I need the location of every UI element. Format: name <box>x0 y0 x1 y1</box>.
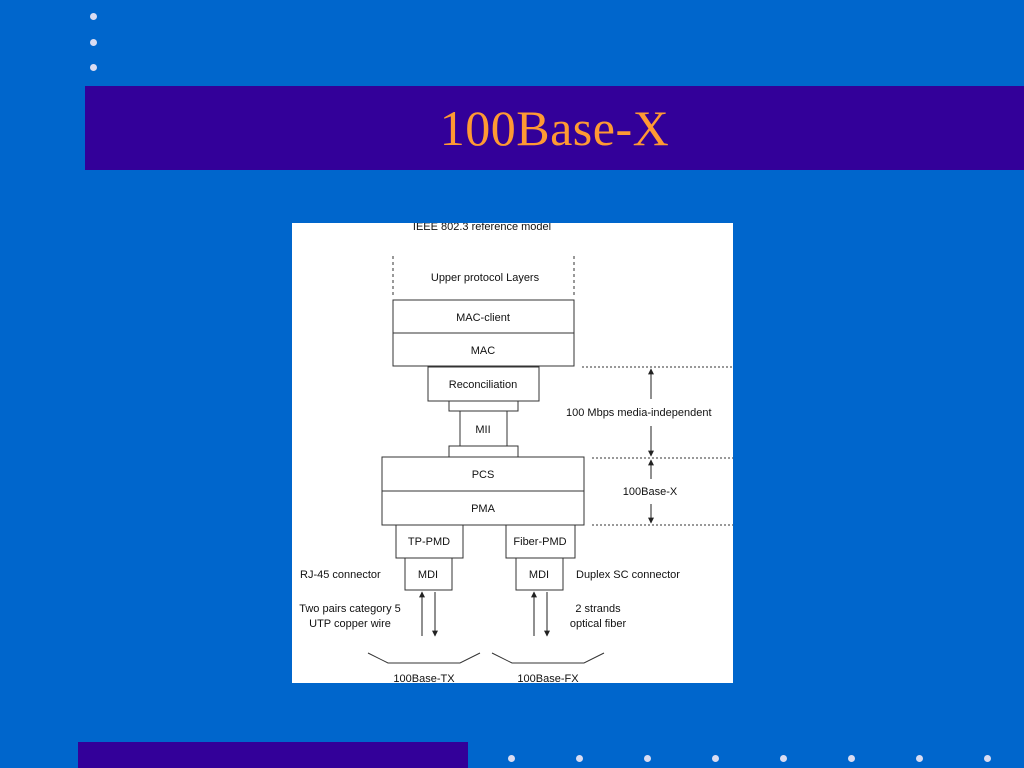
media-independent-label: 100 Mbps media-independent <box>566 407 712 419</box>
copper-label-line1: Two pairs category 5 <box>299 603 401 615</box>
fiber-pmd-box <box>505 524 576 559</box>
decor-dot <box>90 13 97 20</box>
tx-brace <box>367 652 481 664</box>
mdi-left-box <box>404 557 453 591</box>
decor-dot <box>508 755 515 762</box>
decor-dot <box>90 64 97 71</box>
tp-pmd-box <box>395 524 464 559</box>
bottom-fx-label: 100Base-FX <box>517 673 579 683</box>
slide-title: 100Base-X <box>439 100 670 156</box>
pcs-label: PCS <box>472 469 495 481</box>
decor-dot <box>848 755 855 762</box>
pma-box <box>381 490 585 526</box>
mac-box <box>392 332 575 367</box>
title-band: 100Base-X <box>85 86 1024 170</box>
fiber-label-line2: optical fiber <box>570 618 627 630</box>
diagram-canvas: IEEE 802.3 reference model Upper protoco… <box>299 223 733 683</box>
bottom-tx-label: 100Base-TX <box>393 673 455 683</box>
decor-dot <box>644 755 651 762</box>
mii-top-stub <box>448 400 519 412</box>
basex-span-label: 100Base-X <box>623 486 678 498</box>
reconciliation-label: Reconciliation <box>449 379 517 391</box>
rj45-label: RJ-45 connector <box>300 569 381 581</box>
upper-layers-label: Upper protocol Layers <box>431 272 540 284</box>
pma-label: PMA <box>471 503 496 515</box>
mdi-right-label: MDI <box>529 569 549 581</box>
decor-dot <box>712 755 719 762</box>
tp-pmd-label: TP-PMD <box>408 536 450 548</box>
footer-band <box>78 742 468 768</box>
mdi-right-box <box>515 557 564 591</box>
mii-bottom-stub <box>448 445 519 458</box>
decor-dot <box>576 755 583 762</box>
reconciliation-box <box>427 366 540 402</box>
mii-label: MII <box>475 424 490 436</box>
decor-dot <box>90 39 97 46</box>
diagram-header: IEEE 802.3 reference model <box>413 223 551 233</box>
decor-dot <box>780 755 787 762</box>
mii-box <box>459 410 508 447</box>
mac-label: MAC <box>471 345 496 357</box>
decor-dot <box>984 755 991 762</box>
fx-brace <box>491 652 605 664</box>
mac-client-label: MAC-client <box>456 312 510 324</box>
fiber-label-line1: 2 strands <box>575 603 621 615</box>
fiber-pmd-label: Fiber-PMD <box>513 536 566 548</box>
duplex-sc-label: Duplex SC connector <box>576 569 680 581</box>
osi-diagram-figure: IEEE 802.3 reference model Upper protoco… <box>292 223 733 683</box>
mdi-left-label: MDI <box>418 569 438 581</box>
decor-dot <box>916 755 923 762</box>
copper-label-line2: UTP copper wire <box>309 618 391 630</box>
